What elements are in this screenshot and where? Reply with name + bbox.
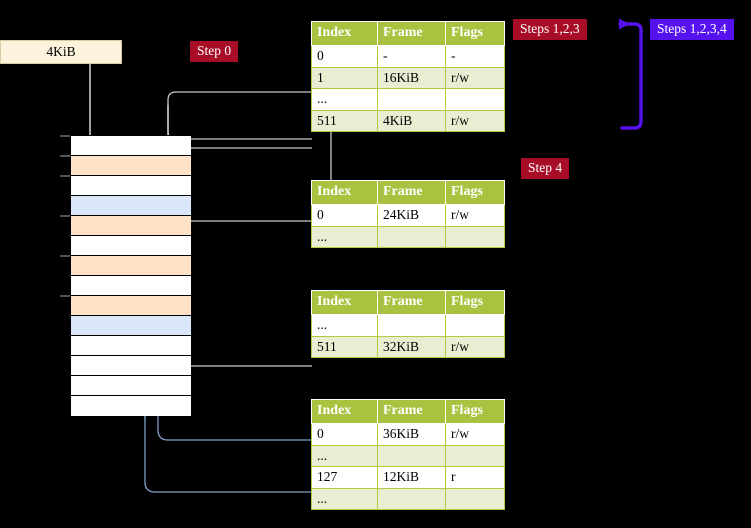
table-header-row: Index Frame Flags (311, 290, 505, 315)
memory-row (71, 356, 191, 376)
cell-flags (445, 314, 505, 337)
cell-frame (377, 487, 446, 510)
table-row: 511 4KiB r/w (311, 109, 505, 132)
cell-index: ... (311, 225, 378, 248)
cell-index: 127 (311, 466, 378, 489)
table-row: 0 36KiB r/w (311, 423, 505, 446)
physical-memory-grid (70, 135, 191, 416)
cell-index: 0 (311, 204, 378, 227)
cell-index: 0 (311, 423, 378, 446)
column-header-index: Index (311, 180, 378, 205)
cell-index: ... (311, 88, 378, 111)
cell-frame: 32KiB (377, 335, 446, 358)
column-header-frame: Frame (377, 21, 446, 46)
table-row: ... (311, 314, 505, 337)
cell-index: 0 (311, 45, 378, 68)
memory-row (71, 376, 191, 396)
page-table-level-3: Index Frame Flags ... 511 32KiB r/w (311, 290, 505, 358)
table-row: ... (311, 225, 505, 248)
table-row: ... (311, 88, 505, 111)
cell-flags: - (445, 45, 505, 68)
memory-row (71, 296, 191, 316)
memory-row (71, 176, 191, 196)
page-table-level-4: Index Frame Flags 0 36KiB r/w ... 127 12… (311, 399, 505, 510)
memory-row (71, 236, 191, 256)
table-row: ... (311, 444, 505, 467)
column-header-index: Index (311, 21, 378, 46)
cell-frame: - (377, 45, 446, 68)
cell-index: ... (311, 444, 378, 467)
table-header-row: Index Frame Flags (311, 21, 505, 46)
page-table-level-2: Index Frame Flags 0 24KiB r/w ... (311, 180, 505, 248)
table-row: 1 16KiB r/w (311, 66, 505, 89)
table-row: 0 - - (311, 45, 505, 68)
cell-frame (377, 225, 446, 248)
table-row: 511 32KiB r/w (311, 335, 505, 358)
cell-flags (445, 225, 505, 248)
column-header-flags: Flags (445, 399, 505, 424)
badge-steps-123: Steps 1,2,3 (513, 19, 587, 40)
cell-index: ... (311, 314, 378, 337)
column-header-index: Index (311, 399, 378, 424)
cell-frame (377, 88, 446, 111)
memory-row (71, 216, 191, 236)
column-header-frame: Frame (377, 180, 446, 205)
cell-flags: r/w (445, 109, 505, 132)
cell-flags (445, 88, 505, 111)
column-header-frame: Frame (377, 290, 446, 315)
column-header-frame: Frame (377, 399, 446, 424)
cell-index: 511 (311, 109, 378, 132)
cell-frame: 12KiB (377, 466, 446, 489)
cell-frame: 16KiB (377, 66, 446, 89)
column-header-flags: Flags (445, 180, 505, 205)
table-row: 0 24KiB r/w (311, 204, 505, 227)
memory-row (71, 156, 191, 176)
frame-label-4kib: 4KiB (0, 40, 122, 64)
badge-step-0: Step 0 (190, 41, 239, 62)
memory-row (71, 316, 191, 336)
cell-index: 511 (311, 335, 378, 358)
memory-row (71, 256, 191, 276)
cell-flags: r/w (445, 66, 505, 89)
page-table-level-1: Index Frame Flags 0 - - 1 16KiB r/w ... (311, 21, 505, 132)
table-row: ... (311, 487, 505, 510)
cell-frame: 4KiB (377, 109, 446, 132)
cell-frame: 24KiB (377, 204, 446, 227)
badge-step-4: Step 4 (521, 158, 570, 179)
cell-index: ... (311, 487, 378, 510)
column-header-index: Index (311, 290, 378, 315)
column-header-flags: Flags (445, 21, 505, 46)
cell-flags: r/w (445, 423, 505, 446)
column-header-flags: Flags (445, 290, 505, 315)
memory-row (71, 136, 191, 156)
badge-steps-1234: Steps 1,2,3,4 (650, 19, 734, 40)
cell-frame (377, 314, 446, 337)
memory-row (71, 196, 191, 216)
table-header-row: Index Frame Flags (311, 399, 505, 424)
cell-frame: 36KiB (377, 423, 446, 446)
wire-steps-purple-arrow (618, 18, 643, 130)
cell-flags: r (445, 466, 505, 489)
cell-flags: r/w (445, 204, 505, 227)
cell-index: 1 (311, 66, 378, 89)
cell-flags: r/w (445, 335, 505, 358)
cell-flags (445, 487, 505, 510)
memory-row (71, 396, 191, 416)
memory-row (71, 276, 191, 296)
memory-row (71, 336, 191, 356)
wire-step0-l1 (167, 91, 312, 140)
table-row: 127 12KiB r (311, 466, 505, 489)
cell-flags (445, 444, 505, 467)
table-header-row: Index Frame Flags (311, 180, 505, 205)
cell-frame (377, 444, 446, 467)
wire-l4-row127 (144, 420, 312, 493)
